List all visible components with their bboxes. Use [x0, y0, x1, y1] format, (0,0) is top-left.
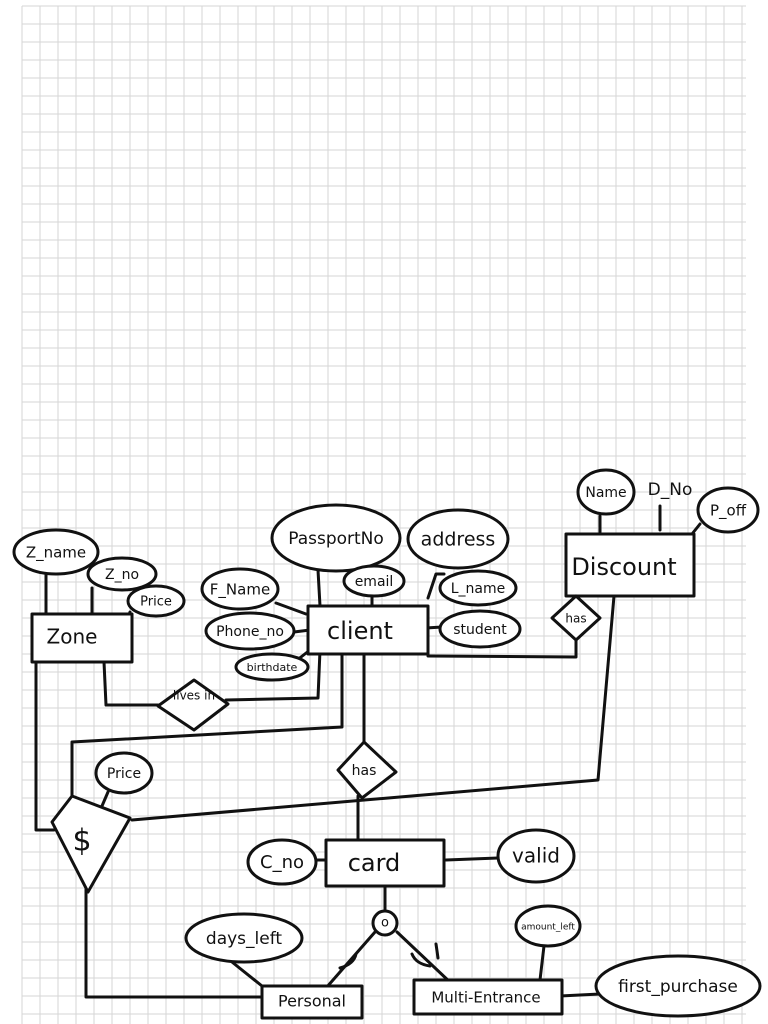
line-multi-amount-left — [538, 944, 546, 982]
line-client-f-name — [274, 601, 308, 616]
line-fee-personal — [84, 886, 264, 999]
attribute-phone-no-label: Phone_no — [216, 624, 284, 640]
attribute-zone-price-label: Price — [140, 595, 172, 610]
entity-zone-label: Zone — [47, 625, 98, 649]
attribute-d-no[interactable]: D_No — [648, 480, 693, 500]
attribute-c-no[interactable]: C_no — [246, 838, 318, 886]
attribute-student-label: student — [453, 622, 507, 638]
line-lives-in-client — [224, 648, 322, 702]
attribute-email[interactable]: email — [342, 564, 406, 598]
attribute-zone-price[interactable]: Price — [126, 584, 186, 618]
attribute-fee-price-label: Price — [107, 766, 141, 782]
attribute-phone-no[interactable]: Phone_no — [204, 611, 296, 651]
attribute-z-no[interactable]: Z_no — [86, 556, 158, 592]
line-fee-price — [100, 790, 110, 808]
relationship-client-card-has[interactable]: has — [336, 740, 398, 800]
attribute-valid-label: valid — [512, 844, 560, 868]
line-discount-p-off — [690, 522, 702, 536]
entity-card-label: card — [348, 849, 401, 877]
relationship-fee-label: $ — [72, 824, 91, 859]
attribute-address[interactable]: address — [406, 508, 510, 570]
relationship-lives-in[interactable]: lives in — [156, 678, 230, 732]
attribute-p-off-label: P_off — [710, 502, 747, 521]
attribute-days-left-label: days_left — [206, 929, 282, 949]
line-zone-fee — [34, 648, 56, 832]
attribute-valid[interactable]: valid — [496, 828, 576, 884]
entity-client-label: client — [327, 617, 393, 645]
attribute-passport-no[interactable]: PassportNo — [270, 503, 402, 573]
attribute-discount-name[interactable]: Name — [576, 468, 636, 516]
attribute-discount-name-label: Name — [585, 485, 626, 501]
attribute-address-label: address — [421, 529, 496, 551]
line-zone-lives-in — [102, 660, 162, 707]
relationship-lives-in-label: lives in — [173, 689, 215, 703]
attribute-amount-left[interactable]: amount_left — [514, 904, 582, 948]
line-client-l-name — [426, 572, 446, 600]
specialization-circle[interactable]: o — [371, 909, 399, 937]
attribute-first-purchase-label: first_purchase — [618, 977, 738, 997]
attribute-l-name-label: L_name — [451, 581, 506, 597]
attribute-c-no-label: C_no — [260, 852, 304, 873]
relationship-client-discount-has[interactable]: has — [550, 594, 602, 642]
attribute-z-name[interactable]: Z_name — [12, 528, 100, 576]
attribute-z-name-label: Z_name — [26, 544, 86, 563]
subset-arc-personal — [338, 952, 358, 970]
entity-card[interactable]: card — [324, 838, 446, 888]
entity-client[interactable]: client — [306, 604, 430, 656]
line-client-fee — [70, 650, 344, 800]
line-client-has-discount — [426, 638, 578, 659]
attribute-amount-left-label: amount_left — [521, 923, 575, 933]
entity-personal-label: Personal — [278, 992, 346, 1011]
line-spec-personal — [324, 930, 377, 990]
relationship-client-discount-has-label: has — [565, 612, 586, 626]
line-multi-first-purchase — [558, 992, 602, 998]
relationship-fee[interactable]: $ — [50, 794, 132, 894]
line-client-passport — [316, 568, 322, 608]
attribute-p-off[interactable]: P_off — [696, 486, 760, 534]
subset-arc-multi — [410, 952, 432, 968]
attribute-first-purchase[interactable]: first_purchase — [594, 954, 762, 1018]
entity-discount[interactable]: Discount — [564, 532, 696, 598]
attribute-student[interactable]: student — [438, 609, 522, 649]
entity-multi-entrance-label: Multi-Entrance — [431, 989, 540, 1007]
line-spec-multi — [395, 930, 454, 986]
attribute-birthdate-label: birthdate — [247, 661, 298, 674]
entity-discount-label: Discount — [571, 553, 676, 581]
entity-multi-entrance[interactable]: Multi-Entrance — [412, 978, 564, 1016]
connector-lines — [34, 504, 702, 999]
attribute-l-name[interactable]: L_name — [438, 569, 518, 607]
relationship-client-card-has-label: has — [352, 763, 377, 779]
entity-personal[interactable]: Personal — [260, 984, 364, 1020]
specialization-symbol: o — [381, 916, 389, 931]
line-personal-days-left — [230, 960, 264, 988]
attribute-passport-no-label: PassportNo — [288, 529, 384, 549]
entity-zone[interactable]: Zone — [30, 612, 134, 664]
attribute-days-left[interactable]: days_left — [184, 912, 304, 964]
line-card-valid — [444, 856, 500, 862]
attribute-d-no-label: D_No — [648, 480, 693, 500]
line-discount-fee — [130, 594, 616, 822]
attribute-f-name[interactable]: F_Name — [200, 567, 280, 611]
attribute-email-label: email — [355, 574, 394, 590]
attribute-fee-price[interactable]: Price — [94, 751, 154, 795]
attribute-f-name-label: F_Name — [210, 581, 270, 600]
subset-tick-multi — [434, 942, 440, 960]
attribute-z-no-label: Z_no — [105, 567, 139, 583]
attribute-birthdate[interactable]: birthdate — [234, 652, 310, 682]
